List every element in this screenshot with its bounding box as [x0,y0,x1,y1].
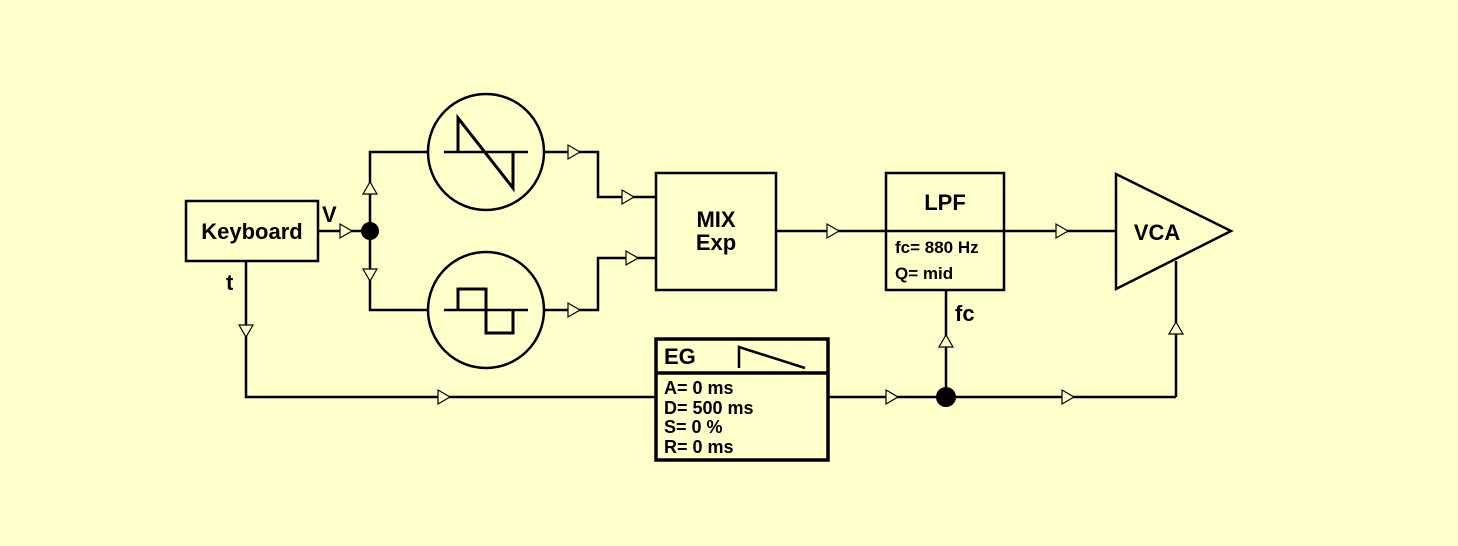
square-icon [444,287,528,335]
wire-trigger-to-eg [244,261,656,399]
arrow-pitch-up [361,180,379,195]
mixer-block: MIX Exp [654,171,778,292]
arrow-pitch-down [361,268,379,283]
decay-envelope-icon [737,345,806,370]
vca-block: VCA [1114,171,1234,292]
wire-pitch-to-osc2 [368,231,428,312]
arrow-vca-cv-in [1167,320,1185,335]
eg-decay: D= 500 ms [664,398,754,418]
vca-label: VCA [1134,220,1181,245]
arrow-keyboard-v [339,222,354,240]
mixer-label-line2: Exp [696,230,736,255]
wire-osc2-to-mixer [544,256,656,312]
mixer-label-line1: MIX [696,207,735,232]
eg-attack: A= 0 ms [664,378,734,398]
lpf-resonance: Q= mid [895,264,953,283]
keyboard-label: Keyboard [201,219,302,244]
keyboard-t-output-label: t [226,270,234,295]
arrow-env-to-vca [1061,388,1076,406]
lpf-title: LPF [924,190,966,215]
arrow-lpf-fc-in [937,333,955,348]
arrow-trigger-down [237,324,255,339]
oscillator-2 [426,250,546,370]
arrow-mixer-out [826,222,841,240]
arrow-lpf-out [1055,222,1070,240]
arrow-mixer-in2 [625,249,640,267]
eg-release: R= 0 ms [664,437,734,457]
wire-osc1-to-mixer [544,150,656,199]
arrow-eg-out [885,388,900,406]
eg-title: EG [664,344,696,369]
eg-block: EG A= 0 ms D= 500 ms S= 0 % R= 0 ms [654,337,830,462]
arrow-osc2-out [567,301,582,319]
lpf-block: LPF fc= 880 Hz Q= mid [884,171,1006,292]
lpf-fc-cv-label: fc [955,301,975,326]
keyboard-block: Keyboard [184,199,320,263]
arrow-osc1-out [567,143,582,161]
wire-pitch-to-osc1 [368,150,428,231]
eg-sustain: S= 0 % [664,417,723,437]
arrow-eg-in [437,388,452,406]
arrow-mixer-in1 [621,188,636,206]
oscillator-1 [426,92,546,212]
keyboard-v-output-label: V [322,202,337,227]
sawtooth-icon [444,113,528,193]
lpf-cutoff: fc= 880 Hz [895,238,979,257]
